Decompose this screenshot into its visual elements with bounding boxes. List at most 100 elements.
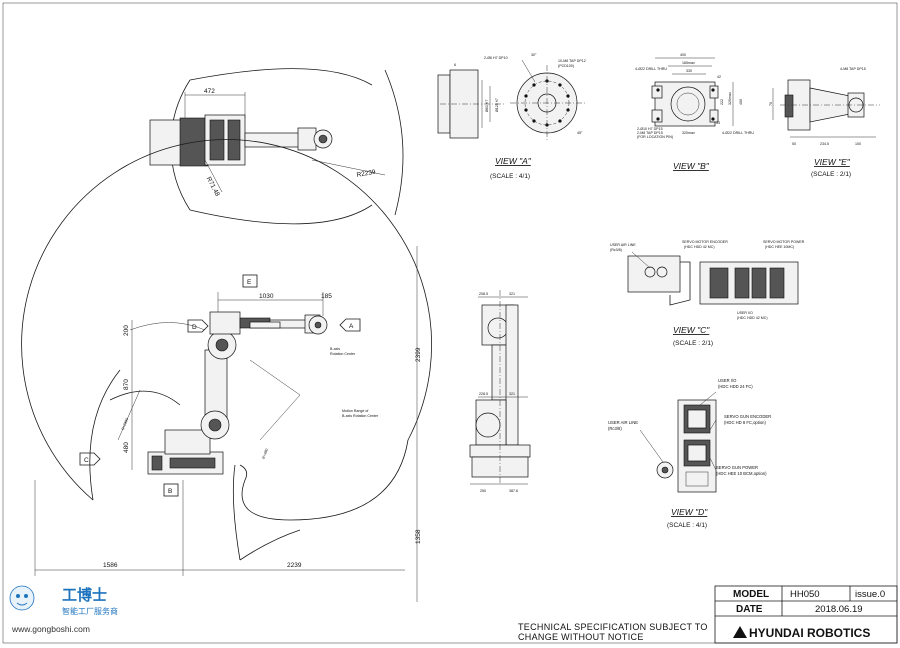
svg-text:45°: 45°	[577, 131, 583, 135]
svg-text:4-M8 TAP DP15: 4-M8 TAP DP15	[840, 67, 866, 71]
svg-text:228.5: 228.5	[479, 392, 488, 396]
svg-text:Ø63 H7: Ø63 H7	[485, 100, 489, 112]
svg-text:10-M6 TAP DP12: 10-M6 TAP DP12	[558, 59, 586, 63]
dim-1030: 1030	[259, 293, 274, 300]
svg-text:53: 53	[716, 121, 720, 125]
marker-c: C	[79, 452, 101, 466]
svg-text:USER AIR LINE: USER AIR LINE	[608, 420, 638, 425]
svg-text:(HDC HDD 42 MC): (HDC HDD 42 MC)	[684, 245, 715, 249]
view-a-title: VIEW "A"	[495, 156, 532, 166]
svg-text:USER I/O: USER I/O	[718, 378, 737, 383]
svg-text:208.5: 208.5	[479, 292, 488, 296]
dim-1586: 1586	[103, 562, 118, 569]
svg-text:R=480: R=480	[262, 448, 269, 459]
top-view: 472 R71.48 R2239	[149, 68, 404, 225]
svg-text:100: 100	[855, 142, 861, 146]
svg-text:C: C	[84, 457, 89, 464]
view-e: 50 234.5 100 70 4-M8 TAP DP15 VIEW "E" (…	[769, 67, 880, 178]
svg-text:Rotation Center: Rotation Center	[330, 352, 356, 356]
spec-note-line1: TECHNICAL SPECIFICATION SUBJECT TO	[518, 622, 708, 632]
svg-text:320max: 320max	[682, 131, 695, 135]
svg-text:234.5: 234.5	[820, 142, 829, 146]
brand-name: HYUNDAI ROBOTICS	[749, 626, 870, 640]
svg-text:SERVO GUN POWER: SERVO GUN POWER	[716, 465, 758, 470]
svg-text:2-Ø6 H7 DP10: 2-Ø6 H7 DP10	[484, 56, 508, 60]
svg-text:A: A	[349, 323, 354, 330]
view-b: 400 165max 330 42 320max 400 320max 222 …	[635, 53, 754, 171]
dim-200: 200	[123, 325, 130, 336]
svg-text:SERVO MOTOR ENCODER: SERVO MOTOR ENCODER	[682, 240, 728, 244]
svg-text:(HDC HDD 42 MC): (HDC HDD 42 MC)	[737, 316, 768, 320]
watermark-name: 工博士	[62, 586, 107, 604]
svg-text:70: 70	[769, 102, 773, 106]
title-block: MODEL HH050 issue.0 DATE 2018.06.19 HYUN…	[714, 585, 898, 644]
top-dim-width: 472	[204, 88, 215, 95]
svg-text:250: 250	[480, 489, 486, 493]
svg-text:B-axis: B-axis	[330, 347, 340, 351]
svg-text:400: 400	[680, 53, 686, 57]
view-a-scale: (SCALE : 4/1)	[490, 173, 530, 180]
view-c-scale: (SCALE : 2/1)	[673, 340, 713, 347]
view-a: Ø63 H7 Ø125 h7 6 2-Ø6 H7 DP10 30° 10-M6 …	[437, 53, 586, 180]
top-dim-radius-outer: R2239	[356, 169, 376, 179]
hyundai-logo-icon	[733, 626, 747, 638]
model-label: MODEL	[733, 589, 769, 600]
svg-text:USER I/O: USER I/O	[737, 311, 753, 315]
view-d: USER I/O (HDC HDD 24 FC) SERVO GUN ENCOD…	[608, 378, 771, 529]
dim-2239: 2239	[287, 562, 302, 569]
svg-text:30°: 30°	[531, 53, 537, 57]
svg-text:USER AIR LINE: USER AIR LINE	[610, 243, 636, 247]
svg-text:Ø125 h7: Ø125 h7	[495, 98, 499, 112]
svg-text:222: 222	[720, 99, 724, 105]
svg-text:(HDC HEE 10MC): (HDC HEE 10MC)	[765, 245, 794, 249]
svg-text:321: 321	[509, 392, 515, 396]
svg-text:4-Ø22 DRILL THRU: 4-Ø22 DRILL THRU	[722, 131, 754, 135]
svg-text:387.6: 387.6	[509, 489, 518, 493]
watermark-url: www.gongboshi.com	[11, 624, 90, 634]
top-dim-radius-inner: R71.48	[205, 176, 221, 198]
spec-note-line2: CHANGE WITHOUT NOTICE	[518, 632, 644, 642]
dim-185: 185	[321, 293, 332, 300]
side-view: 1030 185 200 870 480 2399 1358 1586 2239…	[21, 139, 432, 602]
svg-text:165max: 165max	[682, 61, 695, 65]
svg-text:(HDC HD 8 FC,option): (HDC HD 8 FC,option)	[724, 420, 766, 425]
date-value: 2018.06.19	[815, 604, 863, 615]
view-e-scale: (SCALE : 2/1)	[811, 171, 851, 178]
model-value: HH050	[790, 589, 820, 600]
svg-text:50: 50	[792, 142, 796, 146]
dim-2399: 2399	[415, 347, 422, 362]
dim-870: 870	[123, 379, 130, 390]
svg-text:320max: 320max	[728, 92, 732, 105]
svg-text:(HDC HEE 10 BCM,option): (HDC HEE 10 BCM,option)	[716, 471, 767, 476]
mascot-icon	[9, 585, 35, 611]
svg-text:(Rc3/8): (Rc3/8)	[608, 426, 622, 431]
front-view: 208.5 321 228.5 321 250 387.6	[469, 290, 531, 493]
marker-e: E	[242, 274, 258, 288]
view-c-title: VIEW "C"	[673, 325, 710, 335]
view-d-scale: (SCALE : 4/1)	[667, 522, 707, 529]
svg-text:SERVO GUN ENCODER: SERVO GUN ENCODER	[724, 414, 771, 419]
svg-text:321: 321	[509, 292, 515, 296]
svg-text:B-axis Rotation Center: B-axis Rotation Center	[342, 414, 379, 418]
marker-b: B	[163, 483, 179, 497]
date-label: DATE	[736, 604, 763, 615]
svg-text:(FOR LOCATION PIN): (FOR LOCATION PIN)	[637, 135, 673, 139]
view-c: USER AIR LINE (Rc3/8) SERVO MOTOR ENCODE…	[610, 240, 805, 347]
svg-text:(PCD100): (PCD100)	[558, 64, 574, 68]
view-b-title: VIEW "B"	[673, 161, 710, 171]
svg-text:(HDC HDD 24 FC): (HDC HDD 24 FC)	[718, 384, 753, 389]
svg-text:(Rc3/8): (Rc3/8)	[610, 248, 622, 252]
watermark-logo: 工博士 智能工厂服务商 www.gongboshi.com	[9, 585, 118, 634]
svg-text:B: B	[168, 488, 172, 495]
svg-text:D: D	[192, 324, 197, 331]
svg-text:2-M8 TAP DP15: 2-M8 TAP DP15	[637, 131, 663, 135]
svg-text:Motion Range of: Motion Range of	[342, 409, 368, 413]
view-d-title: VIEW "D"	[671, 507, 708, 517]
marker-d: D	[187, 319, 209, 333]
issue-value: issue.0	[855, 589, 885, 600]
svg-text:SERVO MOTOR POWER: SERVO MOTOR POWER	[763, 240, 805, 244]
svg-text:42: 42	[717, 75, 721, 79]
svg-text:4-Ø22 DRILL THRU: 4-Ø22 DRILL THRU	[635, 67, 667, 71]
